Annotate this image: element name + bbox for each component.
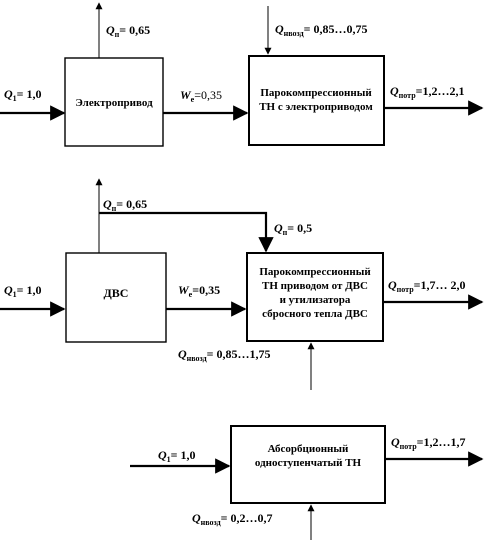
- box-absorption-hp-line1: Абсорбционный: [268, 443, 349, 455]
- label-q-env-3: Qнвозд= 0,2…0,7: [192, 511, 273, 527]
- recovered-heat-arrow-2: [99, 211, 274, 253]
- label-q-loss-1: Qп= 0,65: [106, 23, 150, 39]
- label-q-recov-2: Qп= 0,5: [274, 221, 312, 237]
- label-q-env-1: Qнвозд= 0,85…0,75: [275, 22, 368, 38]
- box-electric-drive: [64, 57, 164, 147]
- box-absorption-hp-line2: одноступенчатый ТН: [255, 457, 362, 469]
- box-vapor-compression-hp-line1: Парокомпрессионный: [260, 87, 372, 99]
- box-absorption-hp: [230, 425, 386, 504]
- box-ice-hp-line4: сбросного тепла ДВС: [262, 308, 368, 320]
- box-ice-hp-line1: Парокомпрессионный: [259, 266, 371, 278]
- box-vapor-compression-hp: [248, 55, 385, 146]
- label-w-1: We=0,35: [180, 88, 222, 104]
- label-q-out-2: Qпотр=1,7… 2,0: [388, 278, 466, 294]
- diagram-absorption-heat-pump: Q1= 1,0 Абсорбционный одноступенчатый ТН…: [130, 425, 484, 540]
- box-ice-label: ДВС: [104, 286, 129, 300]
- diagram-ice-heat-pump: Q1= 1,0 ДВС Qп= 0,65 Qп= 0,5 We=0,35 Пар…: [0, 178, 484, 390]
- box-ice: [65, 252, 167, 343]
- diagram-electric-heat-pump: Q1= 1,0 Электропривод Qп= 0,65 We=0,35 П…: [0, 2, 484, 147]
- box-vapor-compression-hp-line2: ТН с электроприводом: [259, 101, 373, 113]
- box-ice-vapor-compression-hp: [246, 252, 384, 342]
- label-w-2: We=0,35: [178, 283, 220, 299]
- box-electric-drive-label: Электропривод: [75, 97, 153, 109]
- label-q-loss-2: Qп= 0,65: [103, 197, 147, 213]
- label-q-out-1: Qпотр=1,2…2,1: [390, 84, 465, 100]
- label-q-in-1: Q1= 1,0: [4, 87, 42, 103]
- label-q-out-3: Qпотр=1,2…1,7: [391, 435, 466, 451]
- label-q-env-2: Qнвозд= 0,85…1,75: [178, 347, 271, 363]
- label-q-in-3: Q1= 1,0: [158, 448, 196, 464]
- label-q-in-2: Q1= 1,0: [4, 283, 42, 299]
- box-ice-hp-line3: и утилизатора: [280, 294, 351, 306]
- box-ice-hp-line2: ТН приводом от ДВС: [262, 280, 368, 292]
